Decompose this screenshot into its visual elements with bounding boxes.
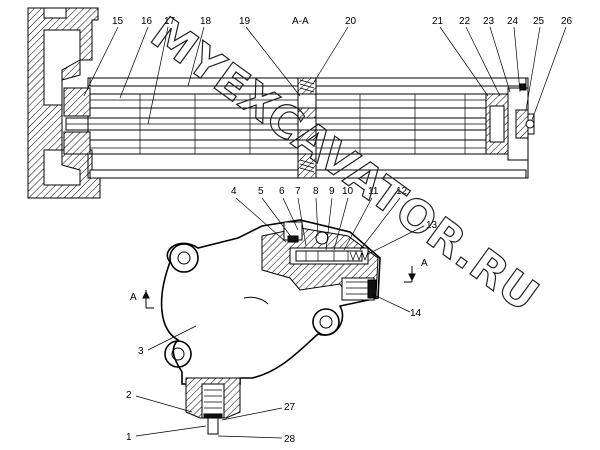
callout-27: 27 xyxy=(284,402,296,413)
callout-17: 17 xyxy=(164,16,176,27)
callout-21: 21 xyxy=(432,16,444,27)
callout-13: 13 xyxy=(426,220,438,231)
mounting-hole-right xyxy=(319,315,333,329)
left-seal-block-lower xyxy=(63,131,91,155)
callout-1: 1 xyxy=(126,432,132,443)
callout-9: 9 xyxy=(329,186,335,197)
callout-8: 8 xyxy=(313,186,319,197)
spool xyxy=(295,250,363,262)
callout-5: 5 xyxy=(258,186,264,197)
callout-28: 28 xyxy=(284,434,296,445)
callout-18: 18 xyxy=(200,16,212,27)
spool-spring xyxy=(349,251,369,261)
callout-24: 24 xyxy=(507,16,519,27)
callout-25: 25 xyxy=(533,16,545,27)
callout-20: 20 xyxy=(345,16,357,27)
callout-6: 6 xyxy=(279,186,285,197)
callout-10: 10 xyxy=(342,186,354,197)
valve-body-view xyxy=(160,219,381,435)
section-mark-right: А xyxy=(421,258,428,269)
callout-12: 12 xyxy=(396,186,408,197)
drain-plug xyxy=(201,383,225,419)
section-marks: А А xyxy=(130,258,428,309)
section-mark-left: А xyxy=(130,292,137,303)
mounting-hole-top-left xyxy=(177,251,191,265)
callouts-bottom: 4 5 6 7 8 9 10 11 12 13 14 3 2 1 27 28 xyxy=(126,186,438,445)
callout-23: 23 xyxy=(483,16,495,27)
callout-4: 4 xyxy=(231,186,237,197)
right-bolt-head xyxy=(525,119,535,129)
callout-3: 3 xyxy=(138,346,144,357)
callouts-top: 15 16 17 18 19 А-А 20 21 22 23 24 25 26 xyxy=(83,16,573,125)
callout-15: 15 xyxy=(112,16,124,27)
callout-14: 14 xyxy=(410,308,422,319)
callout-26: 26 xyxy=(561,16,573,27)
housing-inner-cavity xyxy=(43,29,81,106)
section-view-a-a xyxy=(27,7,535,199)
callout-7: 7 xyxy=(295,186,301,197)
valve-body-outline xyxy=(160,219,381,385)
middle-spring-coils xyxy=(299,79,315,173)
callout-19: 19 xyxy=(239,16,251,27)
housing-lower-cavity xyxy=(43,149,81,186)
check-ball xyxy=(315,231,329,245)
mounting-hole-left xyxy=(171,347,185,361)
drain-plug-tip xyxy=(207,417,219,435)
piston-segments xyxy=(139,94,466,154)
callout-2: 2 xyxy=(126,390,132,401)
section-title: А-А xyxy=(292,16,309,27)
housing-top-boss xyxy=(43,7,67,19)
callout-16: 16 xyxy=(141,16,153,27)
mounting-lug-top-left xyxy=(169,243,199,273)
callout-11: 11 xyxy=(368,186,379,197)
mounting-lug-left xyxy=(164,340,192,368)
callout-22: 22 xyxy=(459,16,471,27)
mounting-lug-right xyxy=(312,308,340,336)
